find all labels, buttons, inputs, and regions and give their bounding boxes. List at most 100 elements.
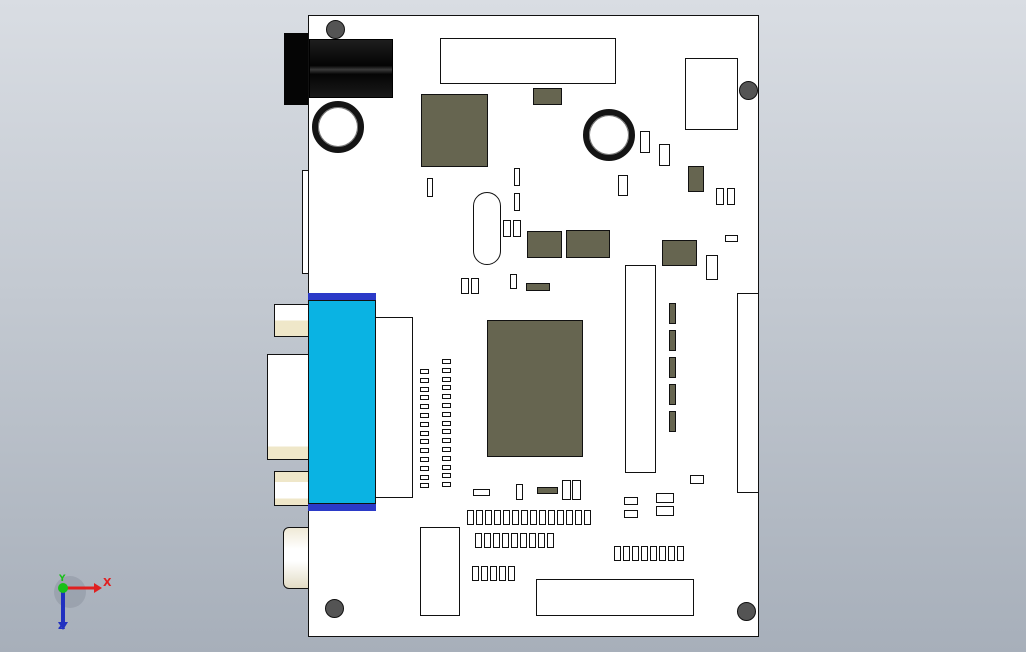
mounting-hole-top-left xyxy=(326,20,345,39)
pin xyxy=(632,546,639,561)
pin xyxy=(475,533,482,548)
resistor-1 xyxy=(669,303,676,324)
x-axis-label: X xyxy=(103,576,112,589)
pin xyxy=(623,546,630,561)
right-header[interactable] xyxy=(625,265,656,473)
chip-small-bottom xyxy=(537,487,558,494)
pad-o xyxy=(706,255,718,280)
pin xyxy=(557,510,564,525)
pin-row-a xyxy=(467,510,591,525)
ring-right xyxy=(583,109,635,161)
pad-w xyxy=(656,493,674,503)
vga-rail-bottom xyxy=(308,503,376,511)
mounting-hole-bottom-right xyxy=(737,602,756,621)
pin xyxy=(420,395,429,401)
pin xyxy=(493,533,500,548)
pad-g xyxy=(471,278,479,294)
pin xyxy=(442,359,451,364)
pin xyxy=(472,566,479,581)
mounting-hole-top-right xyxy=(739,81,758,100)
pin xyxy=(481,566,488,581)
chip-mid-c xyxy=(662,240,697,266)
power-jack-front xyxy=(309,39,393,98)
pin xyxy=(521,510,528,525)
pin xyxy=(420,448,429,454)
pin xyxy=(476,510,483,525)
pin xyxy=(420,456,429,462)
resistor-2 xyxy=(669,330,676,351)
pin xyxy=(442,473,451,479)
pad-c xyxy=(514,193,520,211)
pin-row-b xyxy=(475,533,554,548)
pad-u xyxy=(624,497,638,505)
pad-j xyxy=(659,144,670,166)
mounting-hole-bottom-left xyxy=(325,599,344,618)
pin xyxy=(502,533,509,548)
pin xyxy=(420,439,429,445)
pin xyxy=(575,510,582,525)
bottom-header[interactable] xyxy=(536,579,694,616)
pad-e xyxy=(513,220,521,237)
power-jack-body xyxy=(284,33,309,105)
pin xyxy=(512,510,519,525)
pin xyxy=(442,429,451,435)
pin xyxy=(484,533,491,548)
pin xyxy=(420,483,429,489)
pin xyxy=(420,369,429,374)
pin xyxy=(584,510,591,525)
pin xyxy=(467,510,474,525)
chip-diode xyxy=(688,166,704,192)
pin-column-left-a xyxy=(420,369,429,489)
pin xyxy=(442,438,451,444)
pin xyxy=(485,510,492,525)
pin xyxy=(650,546,657,561)
vga-side-tab-top xyxy=(274,304,309,337)
pin xyxy=(442,394,451,400)
pin xyxy=(420,421,429,427)
pad-t xyxy=(572,480,581,500)
pad-h xyxy=(510,274,517,289)
vga-side-tab-bottom xyxy=(274,471,309,506)
pin xyxy=(420,465,429,471)
resistor-4 xyxy=(669,384,676,405)
resistor-5 xyxy=(669,411,676,432)
pin xyxy=(420,412,429,418)
pad-a xyxy=(427,178,433,197)
triad-graphic xyxy=(54,576,102,630)
pin xyxy=(539,510,546,525)
pin xyxy=(538,533,545,548)
pad-p xyxy=(690,475,704,484)
pin xyxy=(530,510,537,525)
pad-r xyxy=(516,484,523,500)
pin xyxy=(442,455,451,461)
pin xyxy=(420,404,429,410)
vga-connector[interactable] xyxy=(308,293,376,511)
edge-connector[interactable] xyxy=(737,293,759,493)
ring-left xyxy=(312,101,364,153)
vga-rail-top xyxy=(308,293,376,301)
pin xyxy=(494,510,501,525)
pin xyxy=(641,546,648,561)
pad-x xyxy=(656,506,674,516)
pad-l xyxy=(716,188,724,205)
pad-b xyxy=(514,168,520,186)
chip-small-mid xyxy=(526,283,550,291)
coordinate-triad[interactable]: X Y Z xyxy=(50,570,120,640)
chip-mid-a xyxy=(527,231,562,258)
top-right-block xyxy=(685,58,738,130)
pad-i xyxy=(640,131,650,153)
pin xyxy=(442,420,451,426)
y-axis-label: Y xyxy=(59,574,66,584)
pin xyxy=(566,510,573,525)
pad-q xyxy=(473,489,490,496)
pin xyxy=(442,385,451,391)
pin xyxy=(442,402,451,408)
resistor-3 xyxy=(669,357,676,378)
top-header[interactable] xyxy=(440,38,616,84)
pad-v xyxy=(624,510,638,518)
y-axis-dot xyxy=(58,583,68,593)
pad-f xyxy=(461,278,469,294)
pin xyxy=(511,533,518,548)
pin-column-left-b xyxy=(442,359,451,488)
